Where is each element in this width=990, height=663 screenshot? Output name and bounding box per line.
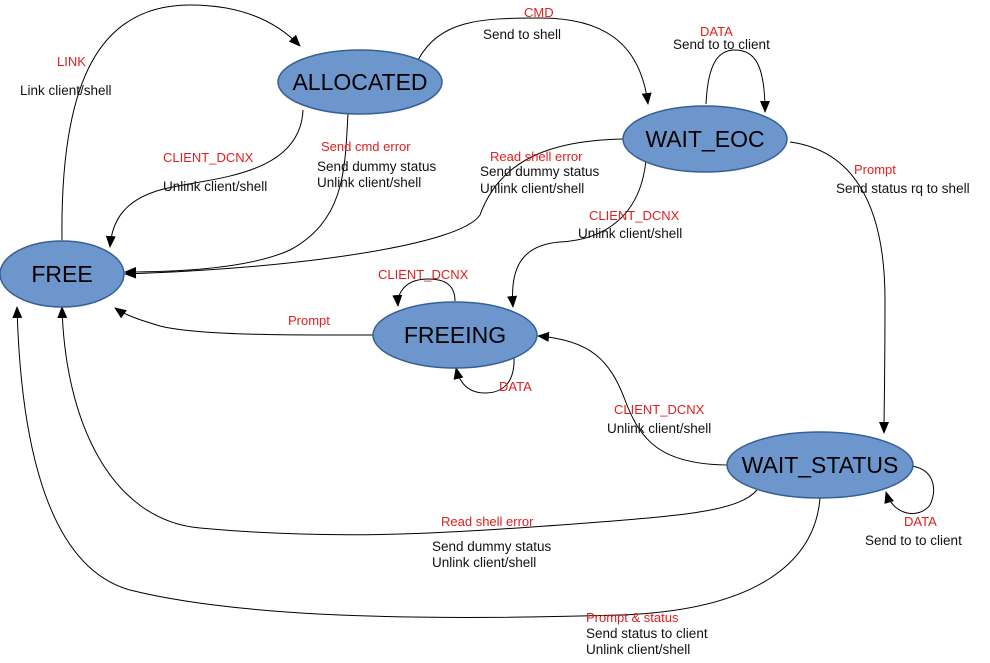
state-freeing-label: FREEING: [404, 322, 506, 348]
label-eoc-read-error-event: Read shell error: [490, 149, 583, 164]
edge-eoc-read-error: [124, 138, 626, 279]
label-freeing-data-event: DATA: [499, 379, 532, 394]
edge-alloc-dcnx: [105, 109, 304, 248]
label-eoc-data-event: DATA: [700, 24, 733, 39]
label-status-prompt-action1: Send status to client: [586, 626, 708, 641]
label-status-dcnx-event: CLIENT_DCNX: [614, 402, 705, 417]
label-alloc-dcnx-event: CLIENT_DCNX: [163, 150, 254, 165]
state-allocated: ALLOCATED: [277, 49, 443, 115]
label-status-read-error-action2: Unlink client/shell: [432, 555, 536, 570]
edge-freeing-dcnx-loop: [392, 278, 456, 307]
label-eoc-data-action: Send to to client: [673, 37, 770, 52]
label-status-data-action: Send to to client: [865, 533, 962, 548]
label-status-dcnx-action: Unlink client/shell: [607, 421, 711, 436]
label-freeing-prompt-event: Prompt: [288, 313, 330, 328]
edge-status-read-error: [57, 306, 758, 536]
label-eoc-read-error-action2: Unlink client/shell: [480, 181, 584, 196]
state-allocated-label: ALLOCATED: [292, 69, 427, 95]
label-alloc-dcnx-action: Unlink client/shell: [163, 179, 267, 194]
label-status-read-error-event: Read shell error: [441, 514, 534, 529]
edge-cmd: [417, 17, 652, 105]
edge-eoc-data-loop: [705, 49, 770, 113]
label-eoc-prompt-action: Send status rq to shell: [836, 181, 970, 196]
label-eoc-dcnx-event: CLIENT_DCNX: [589, 208, 680, 223]
label-status-data-event: DATA: [904, 514, 937, 529]
label-eoc-read-error-action1: Send dummy status: [480, 164, 600, 179]
edge-send-cmd-error: [124, 112, 349, 277]
edge-link: [61, 4, 301, 241]
edge-status-prompt: [12, 306, 821, 618]
label-link-event: LINK: [57, 54, 86, 69]
state-free: FREE: [0, 240, 125, 308]
label-send-cmd-error-action1: Send dummy status: [317, 159, 437, 174]
label-link-action: Link client/shell: [20, 83, 112, 98]
state-free-label: FREE: [31, 261, 92, 287]
edge-status-data-loop: [884, 465, 934, 514]
label-status-prompt-event: Prompt & status: [586, 610, 679, 625]
label-cmd-action: Send to shell: [483, 27, 561, 42]
edge-eoc-dcnx: [507, 159, 647, 308]
edge-eoc-prompt: [789, 141, 890, 434]
label-status-read-error-action1: Send dummy status: [432, 539, 552, 554]
label-status-prompt-action2: Unlink client/shell: [586, 642, 690, 657]
edge-freeing-data-loop: [453, 356, 515, 394]
state-wait-status: WAIT_STATUS: [726, 431, 914, 499]
state-wait-eoc-label: WAIT_EOC: [645, 126, 764, 152]
label-send-cmd-error-action2: Unlink client/shell: [317, 175, 421, 190]
state-wait-status-label: WAIT_STATUS: [742, 452, 899, 478]
label-freeing-dcnx-event: CLIENT_DCNX: [378, 267, 469, 282]
state-wait-eoc: WAIT_EOC: [622, 105, 788, 173]
edge-status-dcnx: [537, 331, 731, 466]
label-eoc-prompt-event: Prompt: [854, 162, 896, 177]
label-eoc-dcnx-action: Unlink client/shell: [578, 226, 682, 241]
label-send-cmd-error-event: Send cmd error: [321, 139, 411, 154]
state-freeing: FREEING: [372, 301, 538, 369]
edge-freeing-prompt: [114, 307, 374, 336]
label-cmd-event: CMD: [524, 5, 554, 20]
